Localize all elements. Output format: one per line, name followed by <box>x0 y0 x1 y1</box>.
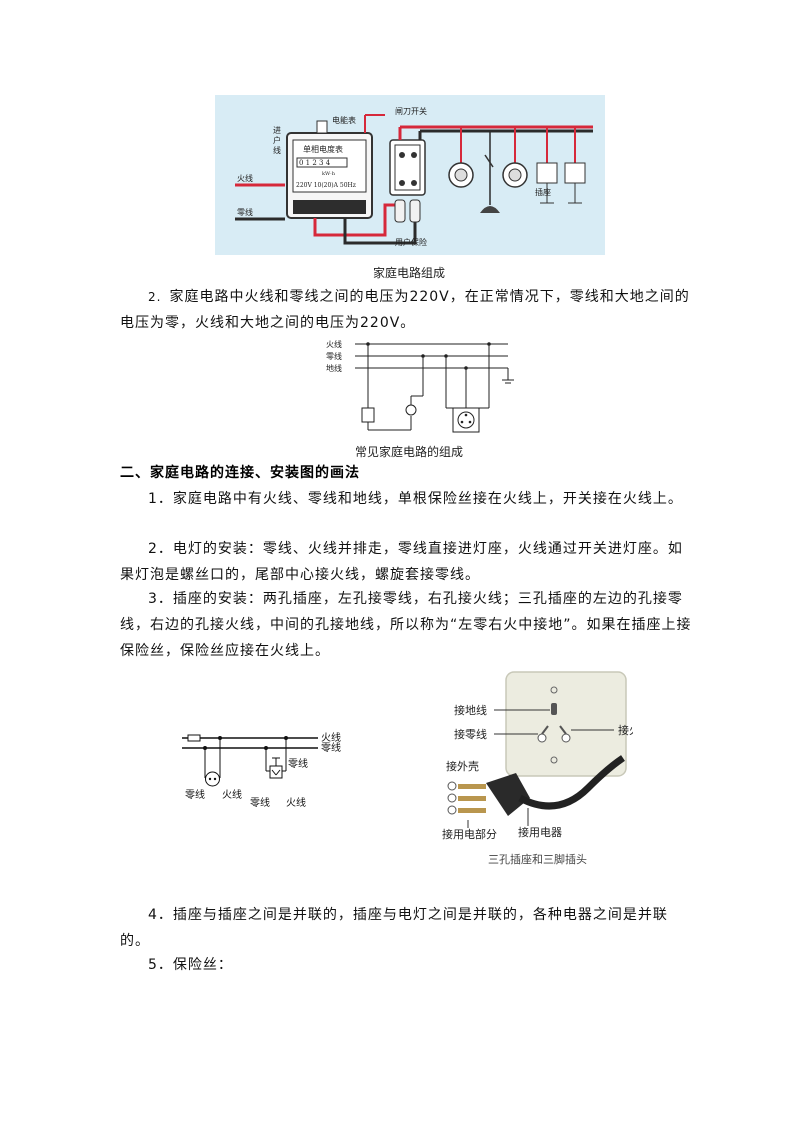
knife-switch-label: 闸刀开关 <box>395 106 427 116</box>
item-5: 5．保险丝： <box>148 957 233 973</box>
section-heading: 二、家庭电路的连接、安装图的画法 <box>120 465 360 481</box>
paragraph-text: 家庭电路中火线和零线之间的电压为220V，在正常情况下，零线和大地之间的电压为零… <box>120 289 690 331</box>
fig3-live-label-right: 火线 <box>321 731 341 744</box>
live-wire-label: 火线 <box>237 173 253 183</box>
wiring-schematic: 火线 零线 零线 零线 火线 零线 火线 <box>182 731 341 809</box>
paragraph-number: 2. <box>148 290 162 304</box>
entry-line-label-1: 进 <box>273 126 281 135</box>
fig2-live-label: 火线 <box>326 339 342 349</box>
fig2-ground-label: 地线 <box>326 363 342 373</box>
svg-text:线: 线 <box>273 145 281 155</box>
fig3-neutral-label-right: 零线 <box>321 741 341 754</box>
fig3-neutral-label-lamp: 零线 <box>250 796 270 809</box>
item-3: 3．插座的安装：两孔插座，左孔接零线，右孔接火线；三孔插座的左边的孔接零线，右边… <box>120 591 692 659</box>
fig3-neutral-label-socket: 零线 <box>185 788 205 801</box>
figure1-caption: 家庭电路组成 <box>373 266 446 280</box>
fig3-neutral-label-switch: 零线 <box>288 757 308 770</box>
live-label: 接火线 <box>618 723 633 737</box>
household-circuit-diagram: 进 户 线 火线 零线 电能表 闸刀开关 单相电度表 0 1 2 3 4 kW·… <box>235 106 593 247</box>
meter-spec: 220V 10(20)A 50Hz <box>296 182 356 189</box>
svg-text:进: 进 <box>273 126 281 135</box>
common-circuit-diagram: 火线 零线 地线 <box>326 339 514 433</box>
figure-wiring-schematic: 火线 零线 零线 零线 火线 零线 火线 <box>180 726 345 816</box>
ground-label: 接地线 <box>454 703 487 717</box>
fig2-neutral-label: 零线 <box>326 351 342 361</box>
neutral-label: 接零线 <box>454 727 487 741</box>
device-label: 接用电器 <box>518 826 562 839</box>
socket-plug-title: 三孔插座和三脚插头 <box>488 852 587 866</box>
meter-unit: kW·h <box>322 171 336 177</box>
socket-label: 插座 <box>535 187 551 197</box>
meter-title: 单相电度表 <box>303 144 343 154</box>
meter-label: 电能表 <box>332 115 356 125</box>
item-4: 4．插座与插座之间是并联的，插座与电灯之间是并联的，各种电器之间是并联的。 <box>120 907 668 949</box>
entry-line-label-2: 户 <box>273 135 281 145</box>
figure-household-circuit: 进 户 线 火线 零线 电能表 闸刀开关 单相电度表 0 1 2 3 4 kW·… <box>215 95 605 255</box>
shell-label: 接外壳 <box>446 759 479 773</box>
socket-plug-diagram: 接地线 接零线 接火线 接外壳 接用电部分 接用电器 三孔插座和三脚插头 <box>442 671 651 866</box>
figure2-caption: 常见家庭电路的组成 <box>355 445 464 459</box>
meter-digits: 0 1 2 3 4 <box>299 159 331 167</box>
item-1: 1．家庭电路中有火线、零线和地线，单根保险丝接在火线上，开关接在火线上。 <box>148 491 683 507</box>
fuse-label: 用户保险 <box>395 237 427 247</box>
svg-text:户: 户 <box>273 135 281 145</box>
fig3-live-label-socket: 火线 <box>222 788 242 801</box>
device-part-label: 接用电部分 <box>442 827 497 841</box>
figure-socket-plug: 接地线 接零线 接火线 接外壳 接用电部分 接用电器 三孔插座和三脚插头 <box>438 668 651 868</box>
neutral-wire-label: 零线 <box>237 207 253 217</box>
fig3-live-label-lamp: 火线 <box>286 796 306 809</box>
paragraph-voltage: 2.家庭电路中火线和零线之间的电压为220V，在正常情况下，零线和大地之间的电压… <box>120 284 695 336</box>
figure-common-circuit: 火线 零线 地线 <box>323 336 523 436</box>
entry-line-label-3: 线 <box>273 145 281 155</box>
item-2: 2．电灯的安装：零线、火线并排走，零线直接进灯座，火线通过开关进灯座。如果灯泡是… <box>120 541 683 583</box>
